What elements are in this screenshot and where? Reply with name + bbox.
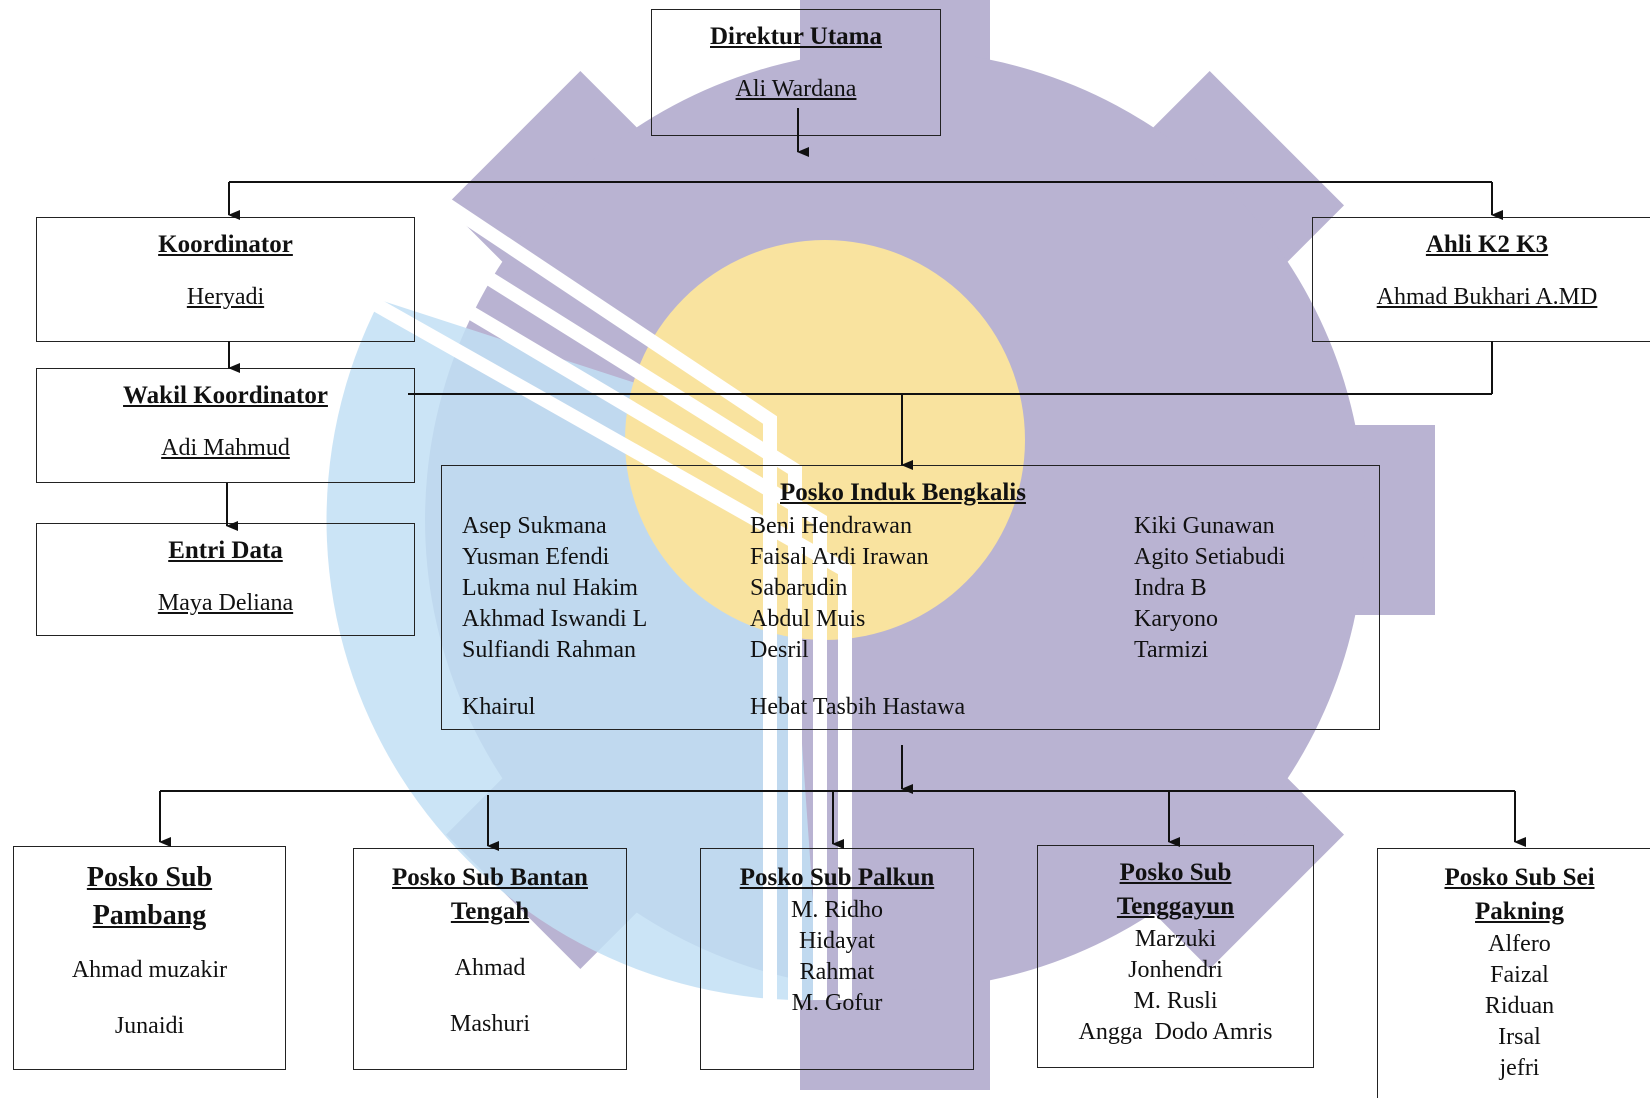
direktur-title: Direktur Utama xyxy=(710,23,882,50)
member-name: Hidayat xyxy=(799,928,875,954)
posko-induk-title: Posko Induk Bengkalis xyxy=(780,479,1026,506)
member-name: Irsal xyxy=(1498,1024,1541,1050)
member-name: Angga Dodo Amris xyxy=(1078,1019,1273,1045)
koordinator-box: Koordinator Heryadi xyxy=(36,217,415,342)
member-name: Marzuki xyxy=(1134,926,1217,952)
ahli-k2k3-name: Ahmad Bukhari A.MD xyxy=(1376,284,1598,310)
posko-sub-pambang-title-2: Pambang xyxy=(92,900,207,931)
wakil-koordinator-title: Wakil Koordinator xyxy=(123,382,328,409)
member-name: Akhmad Iswandi L xyxy=(462,606,648,632)
member-name: Lukma nul Hakim xyxy=(462,575,638,601)
member-name: Abdul Muis xyxy=(750,606,866,632)
member-name: Karyono xyxy=(1134,606,1218,632)
sun-shape xyxy=(625,240,1025,640)
member-name: Beni Hendrawan xyxy=(750,513,912,539)
posko-sub-pambang-box: Posko Sub Pambang Ahmad muzakir Junaidi xyxy=(13,846,286,1070)
posko-sub-pambang-title: Posko Sub xyxy=(86,862,213,893)
member-name: Mashuri xyxy=(450,1011,530,1037)
posko-induk-col2: Beni Hendrawan Faisal Ardi Irawan Sabaru… xyxy=(750,511,965,723)
direktur-name: Ali Wardana xyxy=(735,76,857,102)
member-name: Khairul xyxy=(462,694,536,720)
posko-induk-col1: Asep Sukmana Yusman Efendi Lukma nul Hak… xyxy=(462,511,647,723)
member-name: Ahmad muzakir xyxy=(71,957,228,983)
posko-sub-bantan-title-2: Tengah xyxy=(450,898,530,925)
member-name: M. Ridho xyxy=(790,897,883,923)
member-name: Riduan xyxy=(1484,993,1555,1019)
member-name: Faisal Ardi Irawan xyxy=(750,544,929,570)
member-name: Kiki Gunawan xyxy=(1134,513,1275,539)
member-name: Indra B xyxy=(1134,575,1207,601)
ahli-k2k3-title: Ahli K2 K3 xyxy=(1425,231,1549,258)
posko-sub-palkun-title: Posko Sub Palkun xyxy=(739,864,935,891)
member-name: Faizal xyxy=(1490,962,1549,988)
entri-data-box: Entri Data Maya Deliana xyxy=(36,523,415,636)
member-name: M. Rusli xyxy=(1133,988,1218,1014)
member-name: jefri xyxy=(1499,1055,1540,1081)
member-name: Hebat Tasbih Hastawa xyxy=(750,694,966,720)
member-name: M. Gofur xyxy=(791,990,883,1016)
wakil-koordinator-box: Wakil Koordinator Adi Mahmud xyxy=(36,368,415,483)
posko-sub-palkun-box: Posko Sub Palkun M. Ridho Hidayat Rahmat… xyxy=(700,848,974,1070)
posko-sub-tenggayun-title: Posko Sub xyxy=(1119,859,1232,886)
posko-sub-tenggayun-title-2: Tenggayun xyxy=(1116,893,1235,920)
posko-sub-bantan-title: Posko Sub Bantan xyxy=(392,864,588,891)
koordinator-name: Heryadi xyxy=(186,284,265,310)
member-name: Yusman Efendi xyxy=(462,544,610,570)
member-name: Jonhendri xyxy=(1128,957,1223,983)
posko-sub-sei-pakning-title: Posko Sub Sei xyxy=(1444,864,1595,891)
koordinator-title: Koordinator xyxy=(158,231,293,258)
member-name: Junaidi xyxy=(114,1013,185,1039)
posko-sub-sei-pakning-title-2: Pakning xyxy=(1475,898,1564,925)
member-name: Tarmizi xyxy=(1134,637,1209,663)
ahli-k2k3-box: Ahli K2 K3 Ahmad Bukhari A.MD xyxy=(1312,217,1650,342)
direktur-box: Direktur Utama Ali Wardana xyxy=(651,9,941,136)
posko-sub-sei-pakning-box: Posko Sub Sei Pakning Alfero Faizal Ridu… xyxy=(1377,848,1650,1098)
member-name: Asep Sukmana xyxy=(462,513,607,539)
member-name: Sulfiandi Rahman xyxy=(462,637,636,663)
member-name: Desril xyxy=(750,637,809,663)
entri-data-name: Maya Deliana xyxy=(157,590,294,616)
entri-data-title: Entri Data xyxy=(168,537,283,564)
wakil-koordinator-name: Adi Mahmud xyxy=(161,435,290,461)
member-name: Ahmad xyxy=(454,955,526,981)
stripes-shape xyxy=(346,164,852,1000)
member-name: Alfero xyxy=(1488,931,1551,957)
member-name: Rahmat xyxy=(799,959,875,985)
member-name: Sabarudin xyxy=(750,575,848,601)
member-name: Agito Setiabudi xyxy=(1134,544,1286,570)
posko-induk-box: Posko Induk Bengkalis Asep Sukmana Yusma… xyxy=(441,465,1380,730)
posko-induk-col3: Kiki Gunawan Agito Setiabudi Indra B Kar… xyxy=(1134,511,1285,666)
